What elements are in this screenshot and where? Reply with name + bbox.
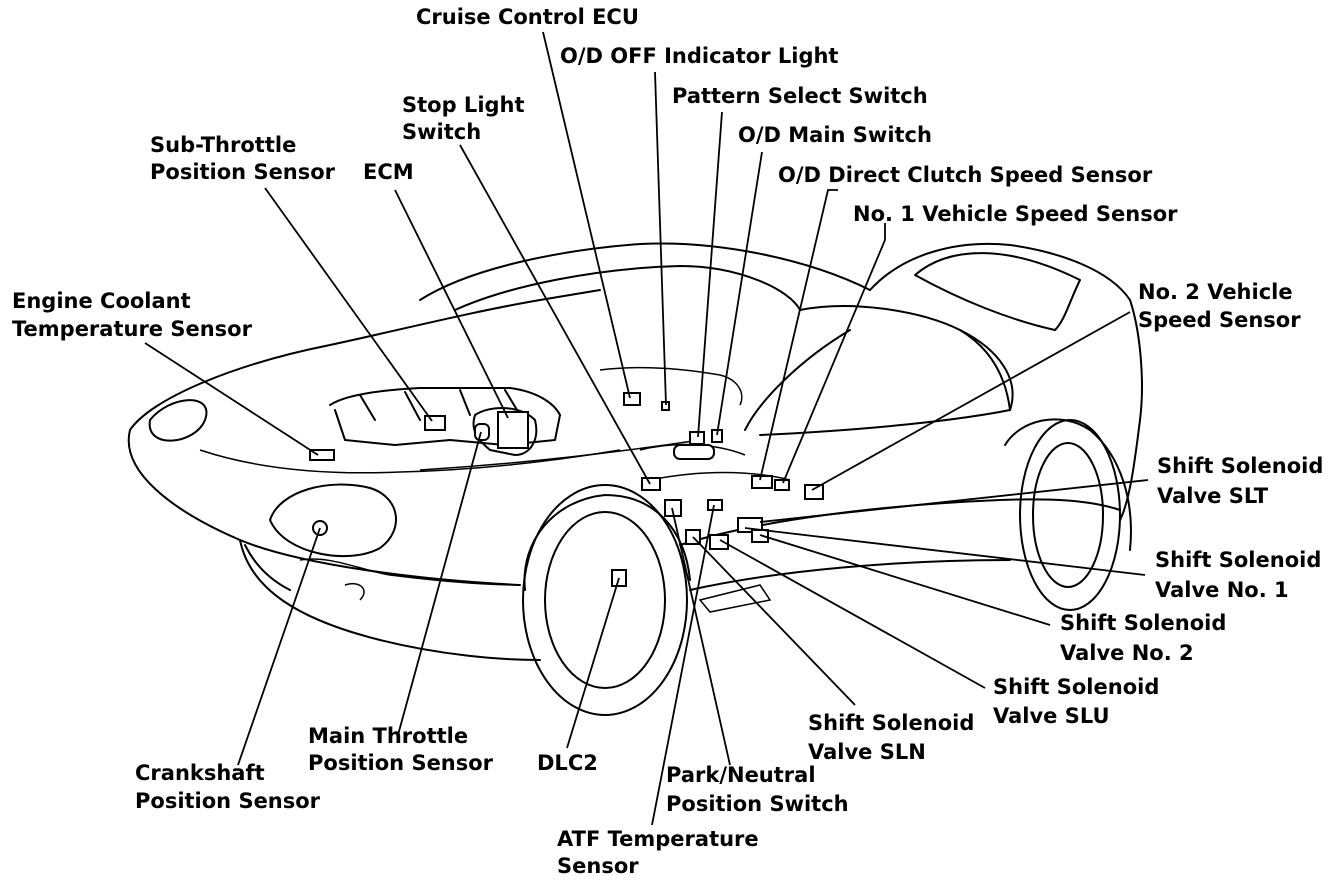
label-od-main-switch: O/D Main Switch: [738, 123, 932, 147]
leader-od-main-switch: [716, 151, 763, 436]
label-stop-light-switch-line1: Stop Light: [402, 93, 525, 117]
label-park-neutral-line2: Position Switch: [666, 792, 849, 816]
leader-lines: [144, 31, 1149, 826]
label-main-throttle-line1: Main Throttle: [308, 724, 468, 748]
label-crankshaft-line1: Crankshaft: [135, 761, 265, 785]
label-shift-solenoid-sln-line1: Shift Solenoid: [808, 711, 974, 735]
main-throttle-sensor-marker: [474, 423, 490, 441]
leader-shift-solenoid-slu: [719, 539, 986, 689]
engine-coolant-sensor-marker: [309, 449, 335, 461]
leader-pattern-select-switch: [697, 111, 723, 438]
od-direct-clutch-sensor-marker: [751, 475, 773, 489]
label-stop-light-switch-line2: Switch: [402, 120, 481, 144]
atf-temp-sensor-marker: [707, 499, 723, 511]
leader-no1-vehicle-speed: [782, 223, 886, 484]
label-shift-solenoid-no1-line2: Valve No. 1: [1155, 578, 1289, 602]
leader-main-throttle: [397, 431, 482, 736]
leader-cruise-control-ecu: [542, 31, 631, 399]
shift-solenoid-slu-marker: [709, 534, 729, 550]
label-no2-vehicle-speed-sensor-line1: No. 2 Vehicle: [1138, 280, 1293, 304]
label-park-neutral-line1: Park/Neutral: [666, 763, 816, 787]
pattern-select-switch-marker: [689, 431, 705, 445]
stop-light-switch-marker: [641, 477, 661, 491]
sub-throttle-sensor-marker: [424, 415, 446, 431]
leader-shift-solenoid-slt: [759, 479, 1149, 523]
leader-park-neutral: [671, 507, 731, 766]
leader-shift-solenoid-no2: [759, 534, 1051, 626]
leader-crankshaft: [237, 527, 321, 766]
label-atf-temperature-line2: Sensor: [557, 854, 639, 878]
leader-atf-temp: [651, 504, 715, 826]
label-engine-coolant-line2: Temperature Sensor: [12, 317, 253, 341]
label-shift-solenoid-slt-line1: Shift Solenoid: [1157, 454, 1323, 478]
label-od-off-indicator-light: O/D OFF Indicator Light: [560, 44, 838, 68]
label-shift-solenoid-slu-line1: Shift Solenoid: [993, 675, 1159, 699]
label-shift-solenoid-slt-line2: Valve SLT: [1157, 484, 1269, 508]
label-shift-solenoid-no1-line1: Shift Solenoid: [1155, 548, 1321, 572]
label-main-throttle-line2: Position Sensor: [308, 751, 494, 775]
label-dlc2: DLC2: [537, 751, 598, 775]
label-cruise-control-ecu: Cruise Control ECU: [416, 5, 639, 29]
ecm-marker: [497, 411, 529, 449]
label-no1-vehicle-speed-sensor: No. 1 Vehicle Speed Sensor: [853, 202, 1178, 226]
no1-vehicle-speed-sensor-marker: [774, 479, 790, 491]
label-shift-solenoid-no2-line1: Shift Solenoid: [1060, 611, 1226, 635]
label-pattern-select-switch: Pattern Select Switch: [672, 84, 928, 108]
leader-shift-solenoid-no1: [744, 527, 1146, 576]
shift-lever-marker: [673, 444, 715, 460]
no2-vehicle-speed-sensor-marker: [804, 484, 824, 500]
leader-no2-vehicle-speed: [811, 311, 1131, 491]
leader-stop-light-switch: [459, 144, 651, 485]
label-sub-throttle-line1: Sub-Throttle: [150, 133, 296, 157]
leader-od-direct-clutch: [759, 189, 838, 481]
label-engine-coolant-line1: Engine Coolant: [12, 289, 191, 313]
label-no2-vehicle-speed-sensor-line2: Speed Sensor: [1138, 308, 1301, 332]
label-atf-temperature-line1: ATF Temperature: [557, 827, 759, 851]
label-sub-throttle-line2: Position Sensor: [150, 160, 336, 184]
label-shift-solenoid-sln-line2: Valve SLN: [808, 740, 926, 764]
labels: Cruise Control ECU O/D OFF Indicator Lig…: [12, 5, 1323, 878]
leader-engine-coolant: [144, 342, 319, 456]
leader-sub-throttle: [264, 187, 433, 422]
leader-ecm: [394, 189, 509, 419]
label-crankshaft-line2: Position Sensor: [135, 789, 321, 813]
leader-dlc2: [566, 577, 620, 749]
leader-od-off-indicator: [654, 71, 667, 406]
label-od-direct-clutch-speed-sensor: O/D Direct Clutch Speed Sensor: [778, 163, 1153, 187]
label-ecm: ECM: [363, 160, 414, 184]
label-shift-solenoid-slu-line2: Valve SLU: [993, 704, 1110, 728]
leader-shift-solenoid-sln: [692, 536, 856, 706]
cruise-control-ecu-marker: [623, 392, 641, 406]
label-shift-solenoid-no2-line2: Valve No. 2: [1060, 641, 1194, 665]
component-markers: [309, 392, 824, 587]
